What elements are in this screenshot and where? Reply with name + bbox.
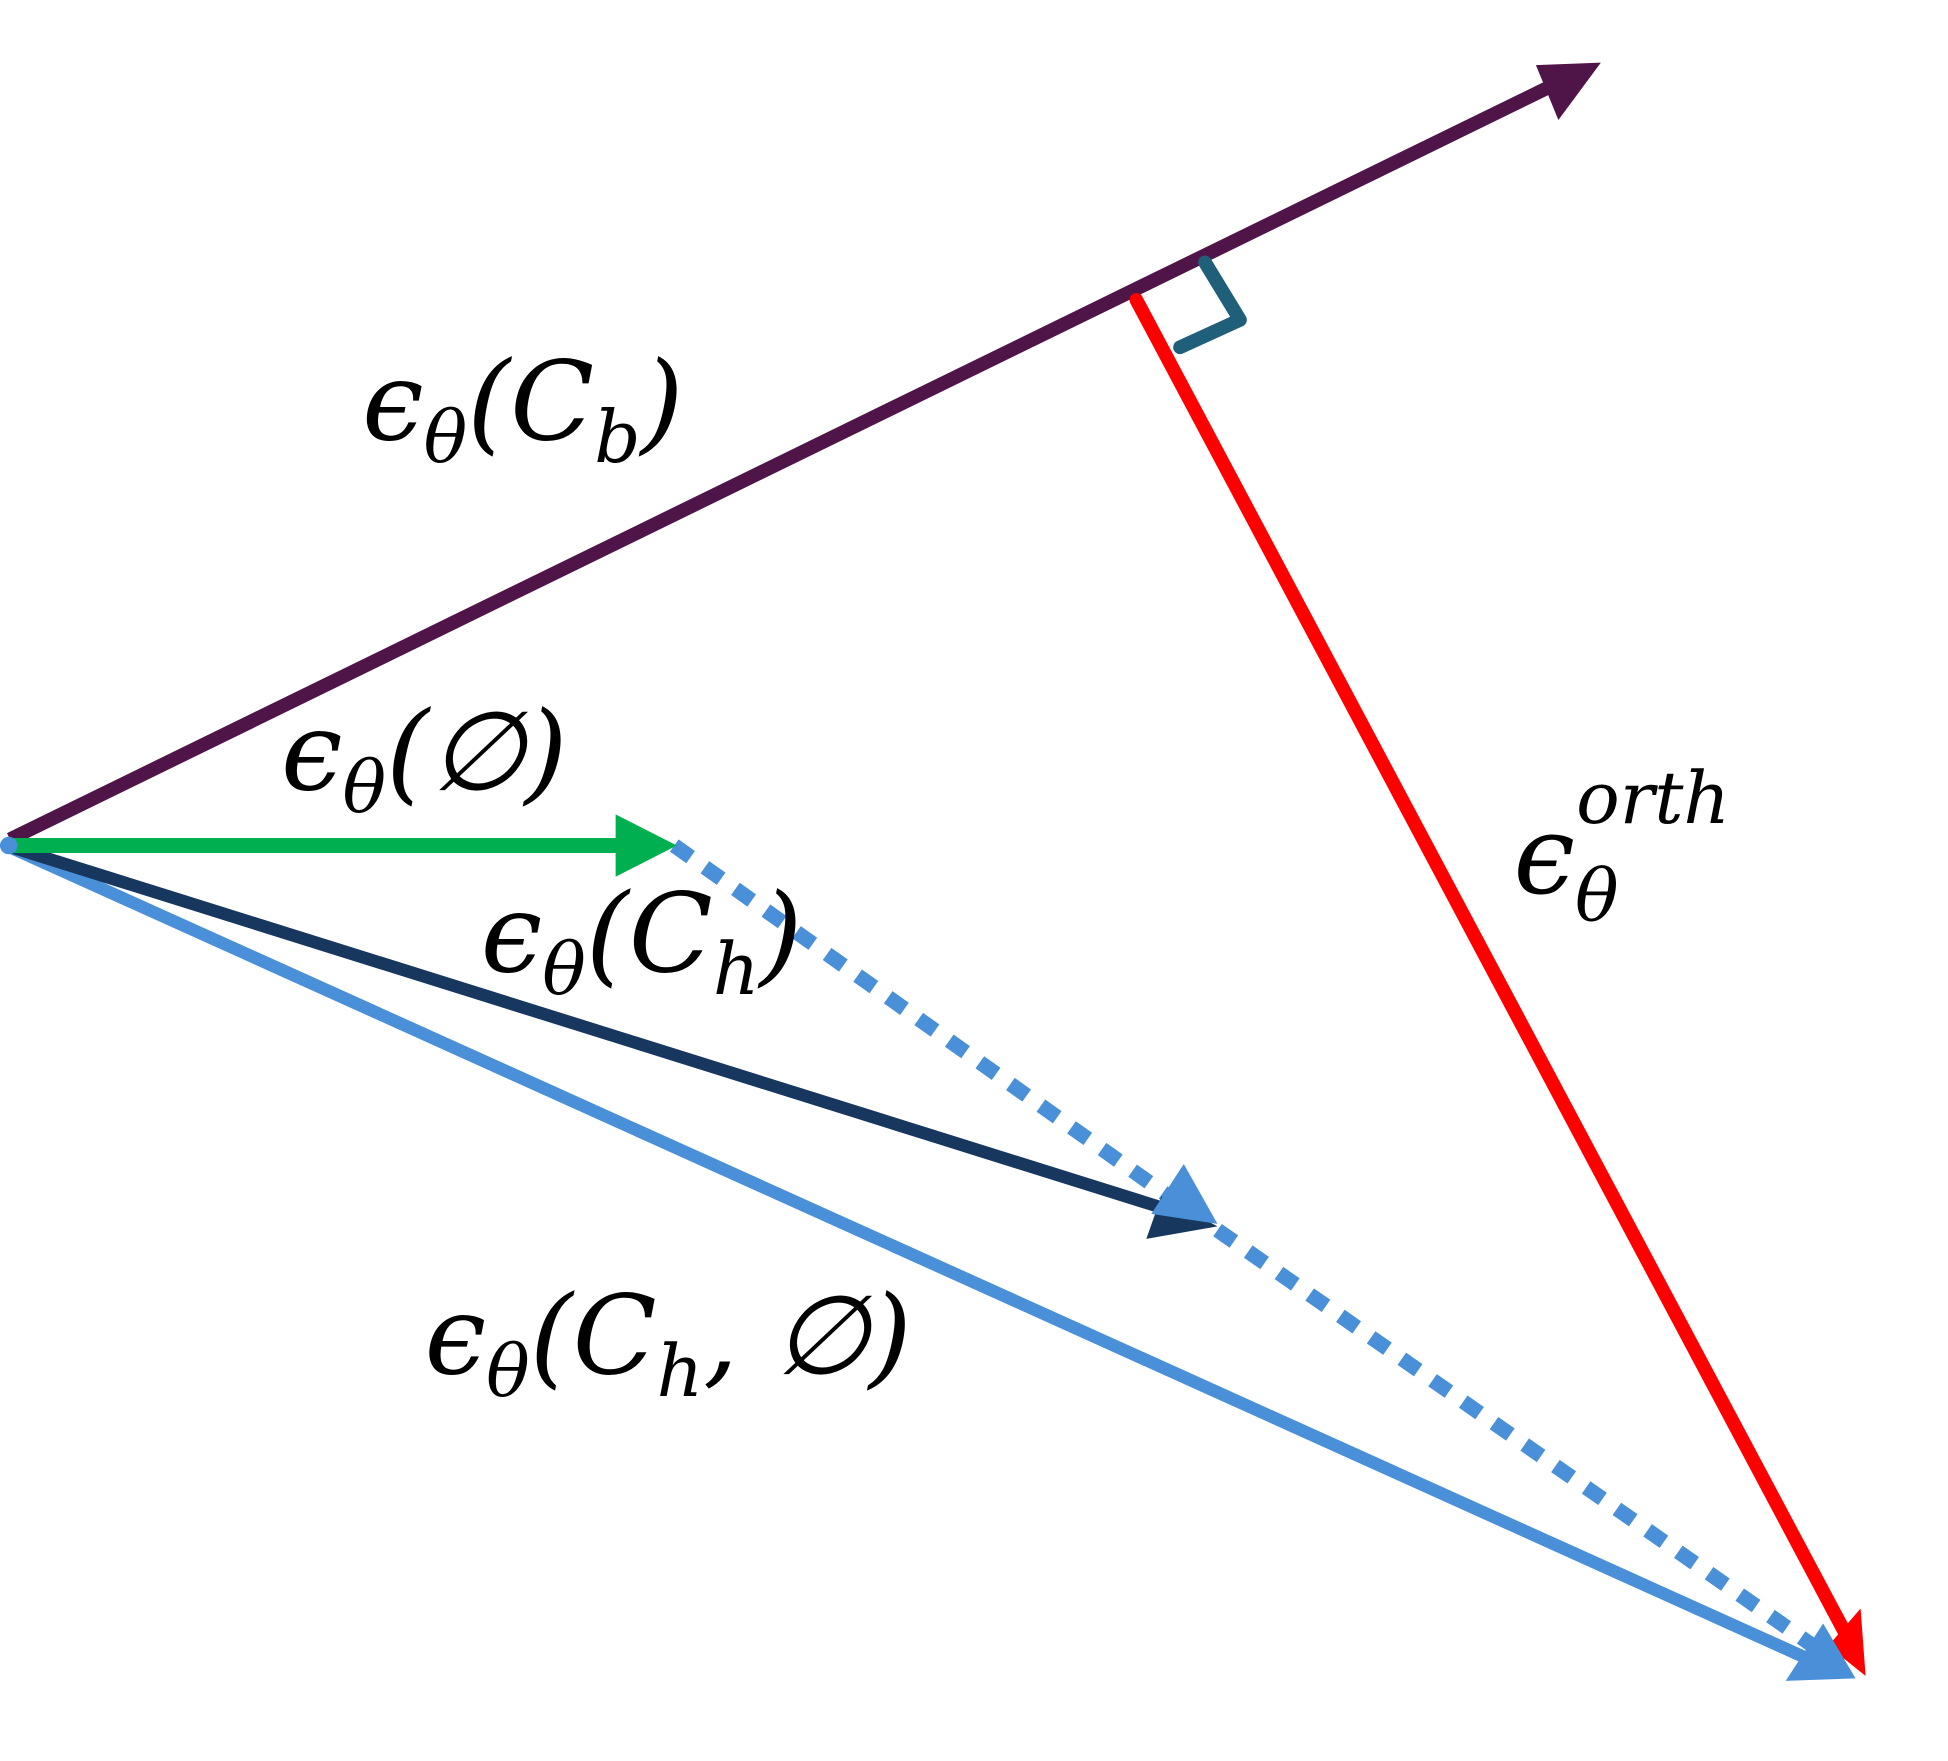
vector-cb-arrowhead — [1535, 62, 1601, 121]
label-ch-null: ϵθ(Ch, ∅) — [425, 1272, 912, 1414]
vector-ch-null-arrowhead — [1785, 1623, 1856, 1681]
dotted-guidance-2 — [1213, 1223, 1822, 1655]
label-ch: ϵθ(Ch) — [481, 870, 803, 1012]
dotted-guidance-arrowhead — [1151, 1163, 1218, 1224]
vector-orth — [1129, 292, 1855, 1646]
vector-cb — [6, 75, 1564, 846]
vector-orth-arrowhead — [1828, 1608, 1866, 1676]
label-cb: ϵθ(Cb) — [362, 338, 683, 480]
origin-point — [0, 836, 18, 855]
right-angle-marker — [1173, 255, 1247, 355]
vector-null-arrowhead — [615, 814, 677, 877]
label-orth: ϵθorth — [1513, 757, 1730, 938]
label-null: ϵθ(∅) — [281, 687, 568, 829]
vector-ch-null — [0, 839, 1811, 1664]
dotted-guidance-1 — [669, 839, 1204, 1224]
vector-ch — [4, 839, 1176, 1218]
